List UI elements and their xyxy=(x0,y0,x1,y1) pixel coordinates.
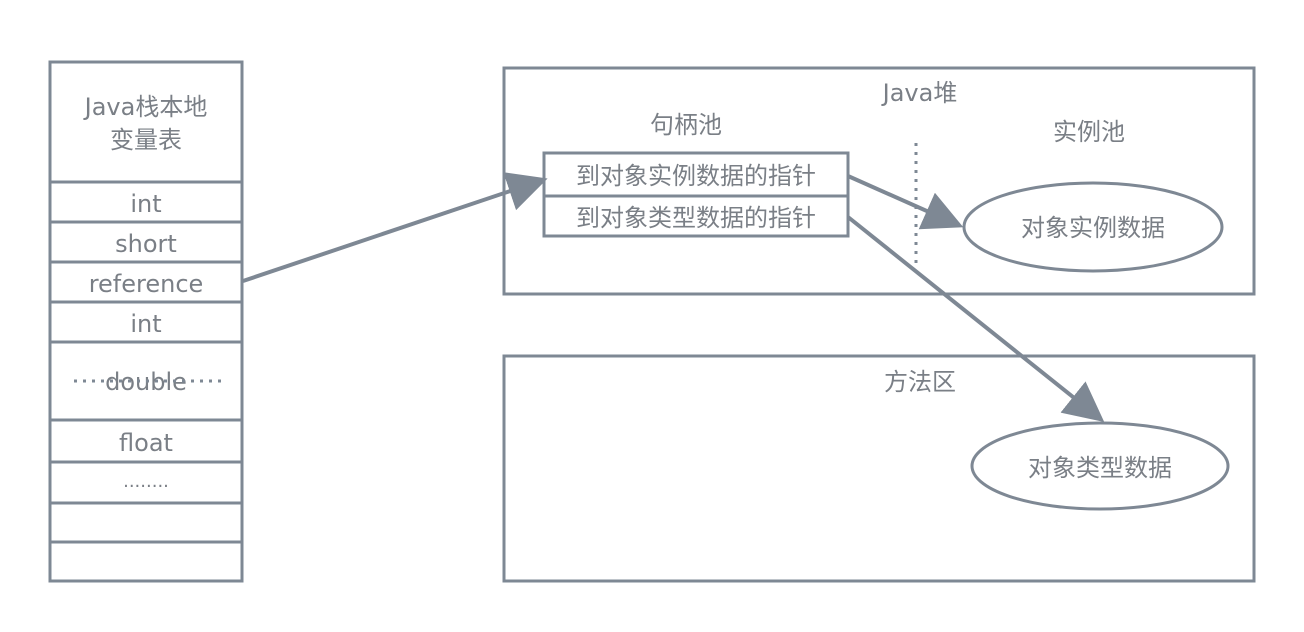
type-data-label: 对象类型数据 xyxy=(1028,454,1172,482)
method-area-title: 方法区 xyxy=(884,368,956,396)
slot-reference: reference xyxy=(89,270,204,298)
type-pointer-label: 到对象类型数据的指针 xyxy=(576,204,816,232)
slot-float: float xyxy=(119,429,173,457)
slot-ellipsis: ........ xyxy=(123,471,169,492)
local-variable-table-frame xyxy=(48,60,244,583)
local-variable-table: Java栈本地 变量表 int short reference int doub… xyxy=(48,60,244,583)
type-data-ellipse xyxy=(970,421,1230,511)
instance-data-ellipse xyxy=(962,181,1224,273)
slot-int-2: int xyxy=(130,310,161,338)
handle-to-instance-data-arrow xyxy=(847,174,964,230)
slot-int-1: int xyxy=(130,190,161,218)
method-area: 方法区 对象类型数据 xyxy=(502,354,1256,583)
instance-pool-title: 实例池 xyxy=(1053,118,1125,146)
java-heap: Java堆 句柄池 实例池 到对象实例数据的指针 到对象类型数据的指针 对象实例… xyxy=(502,66,1256,296)
slot-short: short xyxy=(115,230,177,258)
handle-to-type-data-arrow xyxy=(846,215,1105,422)
local-variable-table-title-line1: Java栈本地 xyxy=(83,93,208,121)
instance-data-label: 对象实例数据 xyxy=(1021,214,1165,242)
local-variable-table-title-line2: 变量表 xyxy=(110,126,182,154)
method-area-frame xyxy=(502,354,1256,583)
java-heap-title: Java堆 xyxy=(881,79,958,107)
reference-to-handle-arrow xyxy=(242,172,548,283)
instance-pointer-label: 到对象实例数据的指针 xyxy=(576,162,816,190)
handle-pool-title: 句柄池 xyxy=(650,111,722,139)
